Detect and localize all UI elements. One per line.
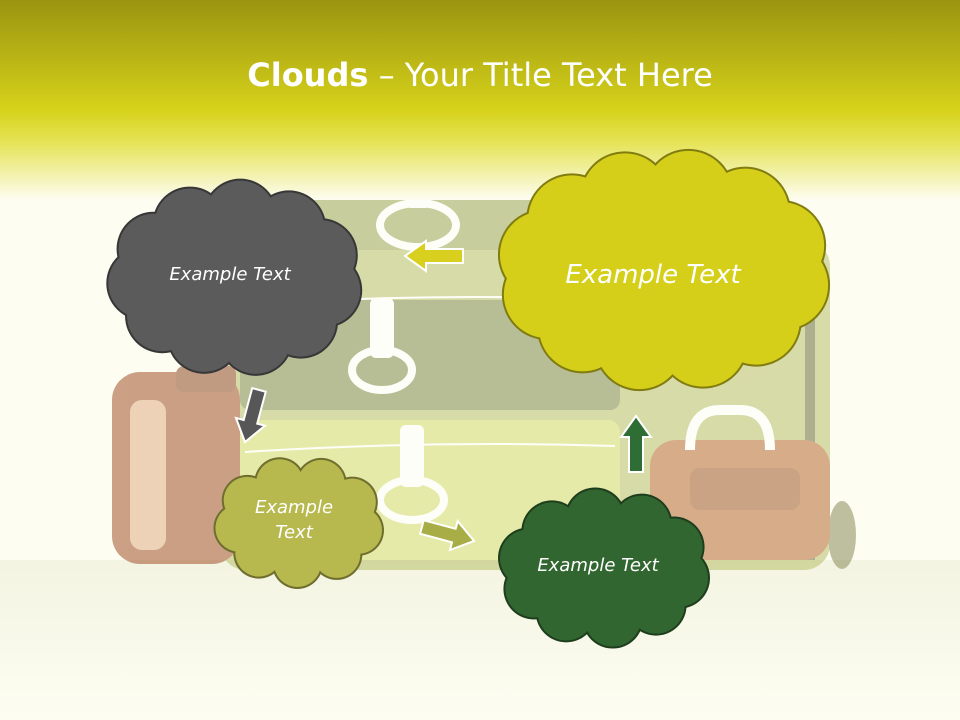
slide-title: Clouds – Your Title Text Here [0,52,960,98]
title-bold: Clouds [247,56,369,94]
cloud-text-olive: Example Text [254,496,334,543]
clouds-layer [106,148,831,649]
cloud-olive [213,457,384,589]
cloud-yellow [497,148,831,392]
cloud-text-green: Example Text [537,555,659,577]
header-band [0,0,960,200]
cloud-green [498,487,710,649]
cloud-gray [106,178,363,376]
arrow-left-icon [403,239,464,273]
arrow-down-icon [234,386,268,444]
arrow-right-icon [418,518,476,552]
cloud-text-gray: Example Text [169,264,291,286]
cloud-text-yellow: Example Text [565,259,741,290]
title-rest: – Your Title Text Here [368,56,713,94]
arrow-up-icon [619,414,653,473]
arrows-layer [234,239,653,552]
